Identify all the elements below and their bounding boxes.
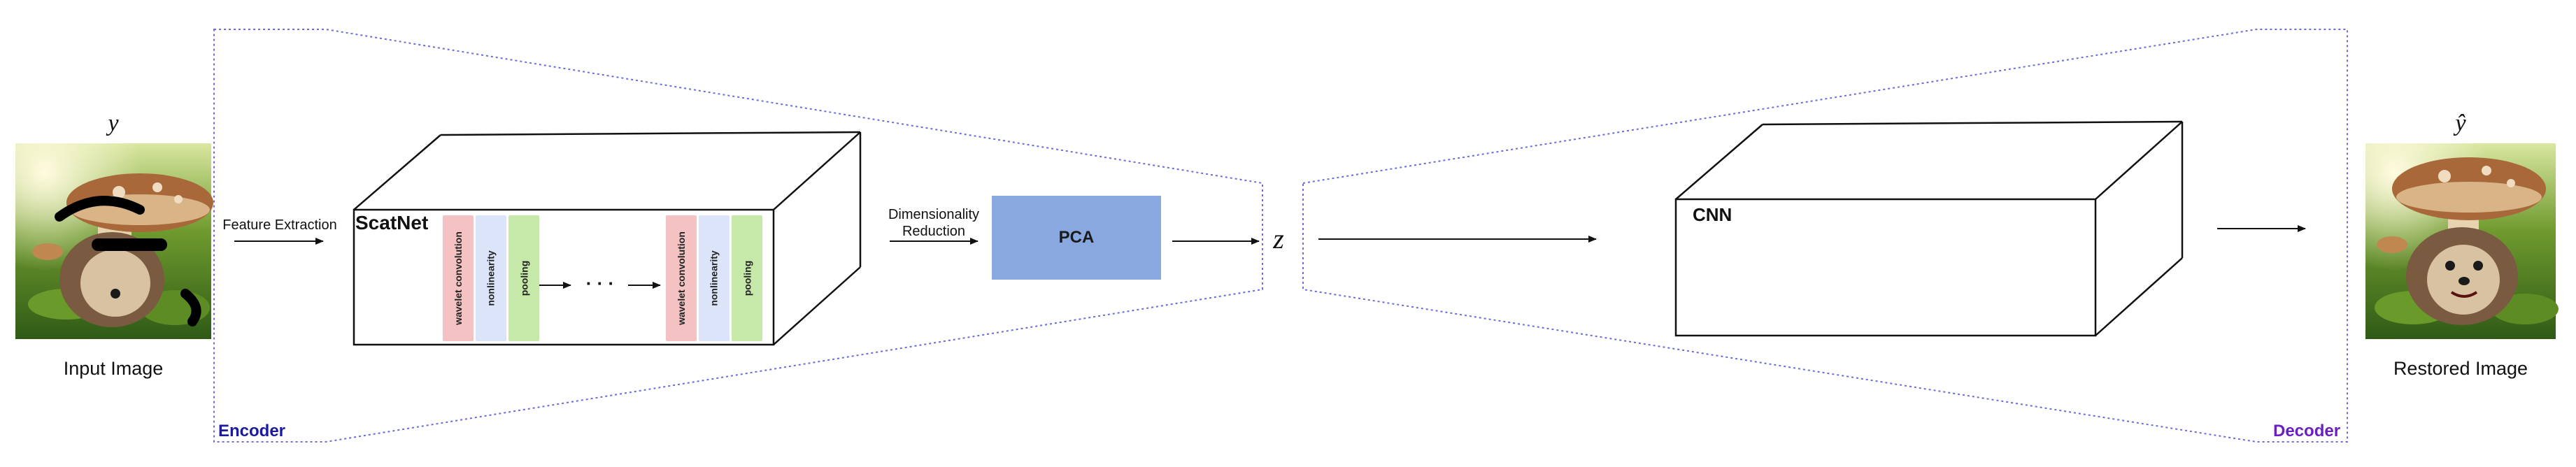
dim-reduction-label: Dimensionality Reduction: [878, 206, 990, 240]
layer-ellipsis: · · ·: [585, 273, 615, 294]
layer-nonlinearity-1: nonlinearity: [476, 215, 506, 341]
layer-nonlinearity-2: nonlinearity: [699, 215, 730, 341]
dim-reduction-line-1: Dimensionality: [888, 207, 980, 222]
dim-reduction-line-2: Reduction: [902, 224, 966, 239]
scatnet-box: [353, 131, 862, 346]
layer-wavelet-2: wavelet convolution: [666, 215, 697, 341]
layer-pooling-2: pooling: [732, 215, 762, 341]
layer-wavelet-2-label: wavelet convolution: [676, 231, 687, 325]
pca-label: PCA: [1058, 228, 1095, 247]
pca-block: PCA: [992, 196, 1161, 280]
layer-pooling-1-label: pooling: [518, 260, 530, 296]
encoder-boundary: [213, 29, 1263, 443]
output-caption: Restored Image: [2393, 358, 2528, 379]
layer-pooling-1: pooling: [508, 215, 539, 341]
input-symbol: y: [108, 110, 119, 136]
input-caption: Input Image: [63, 358, 164, 379]
decoder-boundary: [1302, 29, 2348, 443]
layer-nonlinearity-2-label: nonlinearity: [709, 250, 720, 306]
scatnet-title: ScatNet: [355, 212, 429, 234]
encoder-label: Encoder: [218, 422, 286, 440]
latent-symbol: z: [1273, 223, 1284, 254]
input-image: [15, 143, 213, 339]
layer-nonlinearity-1-label: nonlinearity: [485, 250, 497, 306]
layer-wavelet-1: wavelet convolution: [443, 215, 474, 341]
cnn-title: CNN: [1693, 204, 1732, 225]
layer-pooling-2-label: pooling: [741, 260, 753, 296]
cnn-box: [1674, 120, 2184, 337]
layer-wavelet-1-label: wavelet convolution: [453, 231, 464, 325]
decoder-label: Decoder: [2273, 422, 2341, 440]
output-image: [2365, 143, 2559, 339]
feature-extraction-label: Feature Extraction: [222, 217, 337, 233]
output-symbol: ŷ: [2455, 110, 2466, 136]
